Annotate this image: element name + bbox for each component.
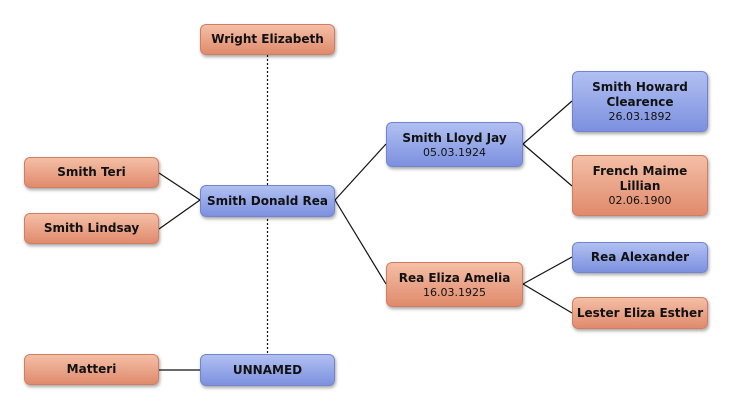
person-matteri[interactable]: Matteri <box>24 354 159 385</box>
person-rea-eliza-amelia[interactable]: Rea Eliza Amelia 16.03.1925 <box>386 262 523 307</box>
person-name: UNNAMED <box>232 362 303 377</box>
person-name: French Maime Lillian <box>592 164 688 193</box>
person-name: Smith Donald Rea <box>207 193 328 208</box>
person-unnamed[interactable]: UNNAMED <box>200 354 335 386</box>
person-name: Rea Alexander <box>590 250 690 264</box>
connector-teri-donald <box>158 172 201 201</box>
person-name: Smith Teri <box>57 165 126 179</box>
person-birth-date: 26.03.1892 <box>608 110 672 123</box>
person-lester-eliza-esther[interactable]: Lester Eliza Esther <box>572 297 708 329</box>
person-birth-date: 02.06.1900 <box>608 194 672 207</box>
connector-donald-eliza <box>334 199 387 285</box>
person-smith-howard-clearence[interactable]: Smith Howard Clearence 26.03.1892 <box>572 71 708 132</box>
person-name: Matteri <box>66 362 117 376</box>
connector-eliza-alexander <box>522 256 573 285</box>
person-name: Smith Lloyd Jay <box>402 130 507 145</box>
person-name: Smith Howard Clearence <box>592 80 688 109</box>
person-rea-alexander[interactable]: Rea Alexander <box>572 242 708 273</box>
connector-donald-lloyd <box>334 143 387 201</box>
person-smith-lloyd-jay[interactable]: Smith Lloyd Jay 05.03.1924 <box>386 122 523 167</box>
connector-eliza-esther <box>522 283 573 314</box>
person-name: Lester Eliza Esther <box>576 305 704 320</box>
person-smith-donald-rea[interactable]: Smith Donald Rea <box>200 185 335 217</box>
connector-lindsay-donald <box>158 199 201 230</box>
person-smith-teri[interactable]: Smith Teri <box>24 157 159 188</box>
person-name: Rea Eliza Amelia <box>398 270 511 285</box>
person-name: Wright Elizabeth <box>211 32 324 46</box>
person-wright-elizabeth[interactable]: Wright Elizabeth <box>200 24 335 55</box>
person-birth-date: 05.03.1924 <box>423 145 486 159</box>
person-smith-lindsay[interactable]: Smith Lindsay <box>24 213 159 244</box>
person-birth-date: 16.03.1925 <box>423 285 486 299</box>
connector-lloyd-howard <box>522 100 573 145</box>
connector-lloyd-maime <box>522 143 573 187</box>
person-name: Smith Lindsay <box>43 221 140 235</box>
person-french-maime-lillian[interactable]: French Maime Lillian 02.06.1900 <box>572 155 708 216</box>
